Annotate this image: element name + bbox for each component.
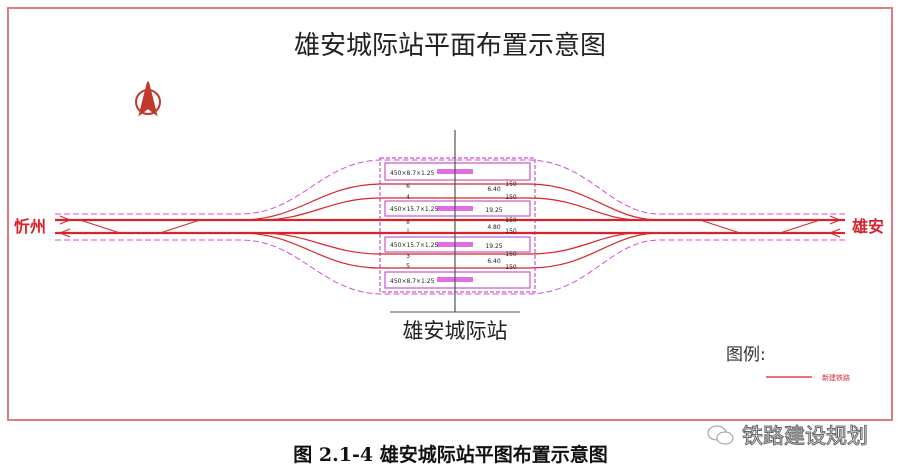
platform-label: 450×15.7×1.25 [390, 206, 438, 213]
station-name: 雄安城际站 [403, 319, 508, 343]
track-tag: 150 [505, 181, 517, 188]
railway-tracks [55, 183, 845, 269]
endpoint-right: 雄安 [851, 217, 884, 236]
north-arrow-icon [135, 81, 161, 117]
legend-title: 图例: [726, 345, 766, 365]
spacing-label: 19.25 [485, 207, 502, 214]
platform-2 [384, 200, 531, 217]
spacing-label: 6.40 [487, 186, 501, 193]
platform-1 [384, 162, 531, 181]
track-4 [259, 197, 641, 221]
track-tag: 150 [505, 217, 517, 224]
endpoint-left: 忻州 [14, 217, 46, 236]
track-number: 6 [406, 183, 410, 190]
legend-item: 新建铁路 [822, 373, 850, 382]
track-3 [259, 232, 641, 255]
wechat-icon [707, 425, 734, 445]
track-tag: 150 [505, 251, 517, 258]
figure-caption: 图 2.1-4 雄安城际站平图布置示意图 [293, 444, 608, 466]
track-number: 3 [406, 253, 410, 260]
watermark: 铁路建设规划 [706, 420, 869, 450]
platform-label: 450×8.7×1.25 [390, 278, 435, 285]
track-number: I [407, 228, 409, 235]
track-number: 5 [406, 263, 410, 270]
platform-label: 450×15.7×1.25 [390, 242, 438, 249]
track-tag: 150 [505, 194, 517, 201]
track-tag: 150 [505, 228, 517, 235]
watermark-text: 铁路建设规划 [742, 424, 869, 449]
drawing-frame [7, 7, 893, 421]
platform-label: 450×8.7×1.25 [390, 170, 435, 177]
spacing-label: 6.40 [487, 258, 501, 265]
track-number: II [406, 219, 410, 226]
spacing-label: 4.80 [487, 224, 501, 231]
crossovers [79, 219, 821, 234]
spacing-label: 19.25 [485, 243, 502, 250]
platform-4 [384, 271, 531, 289]
drawing-title: 雄安城际站平面布置示意图 [294, 31, 606, 61]
platforms [379, 157, 536, 293]
track-number: 4 [406, 194, 410, 201]
platform-3 [384, 236, 531, 253]
track-tag: 150 [505, 264, 517, 271]
